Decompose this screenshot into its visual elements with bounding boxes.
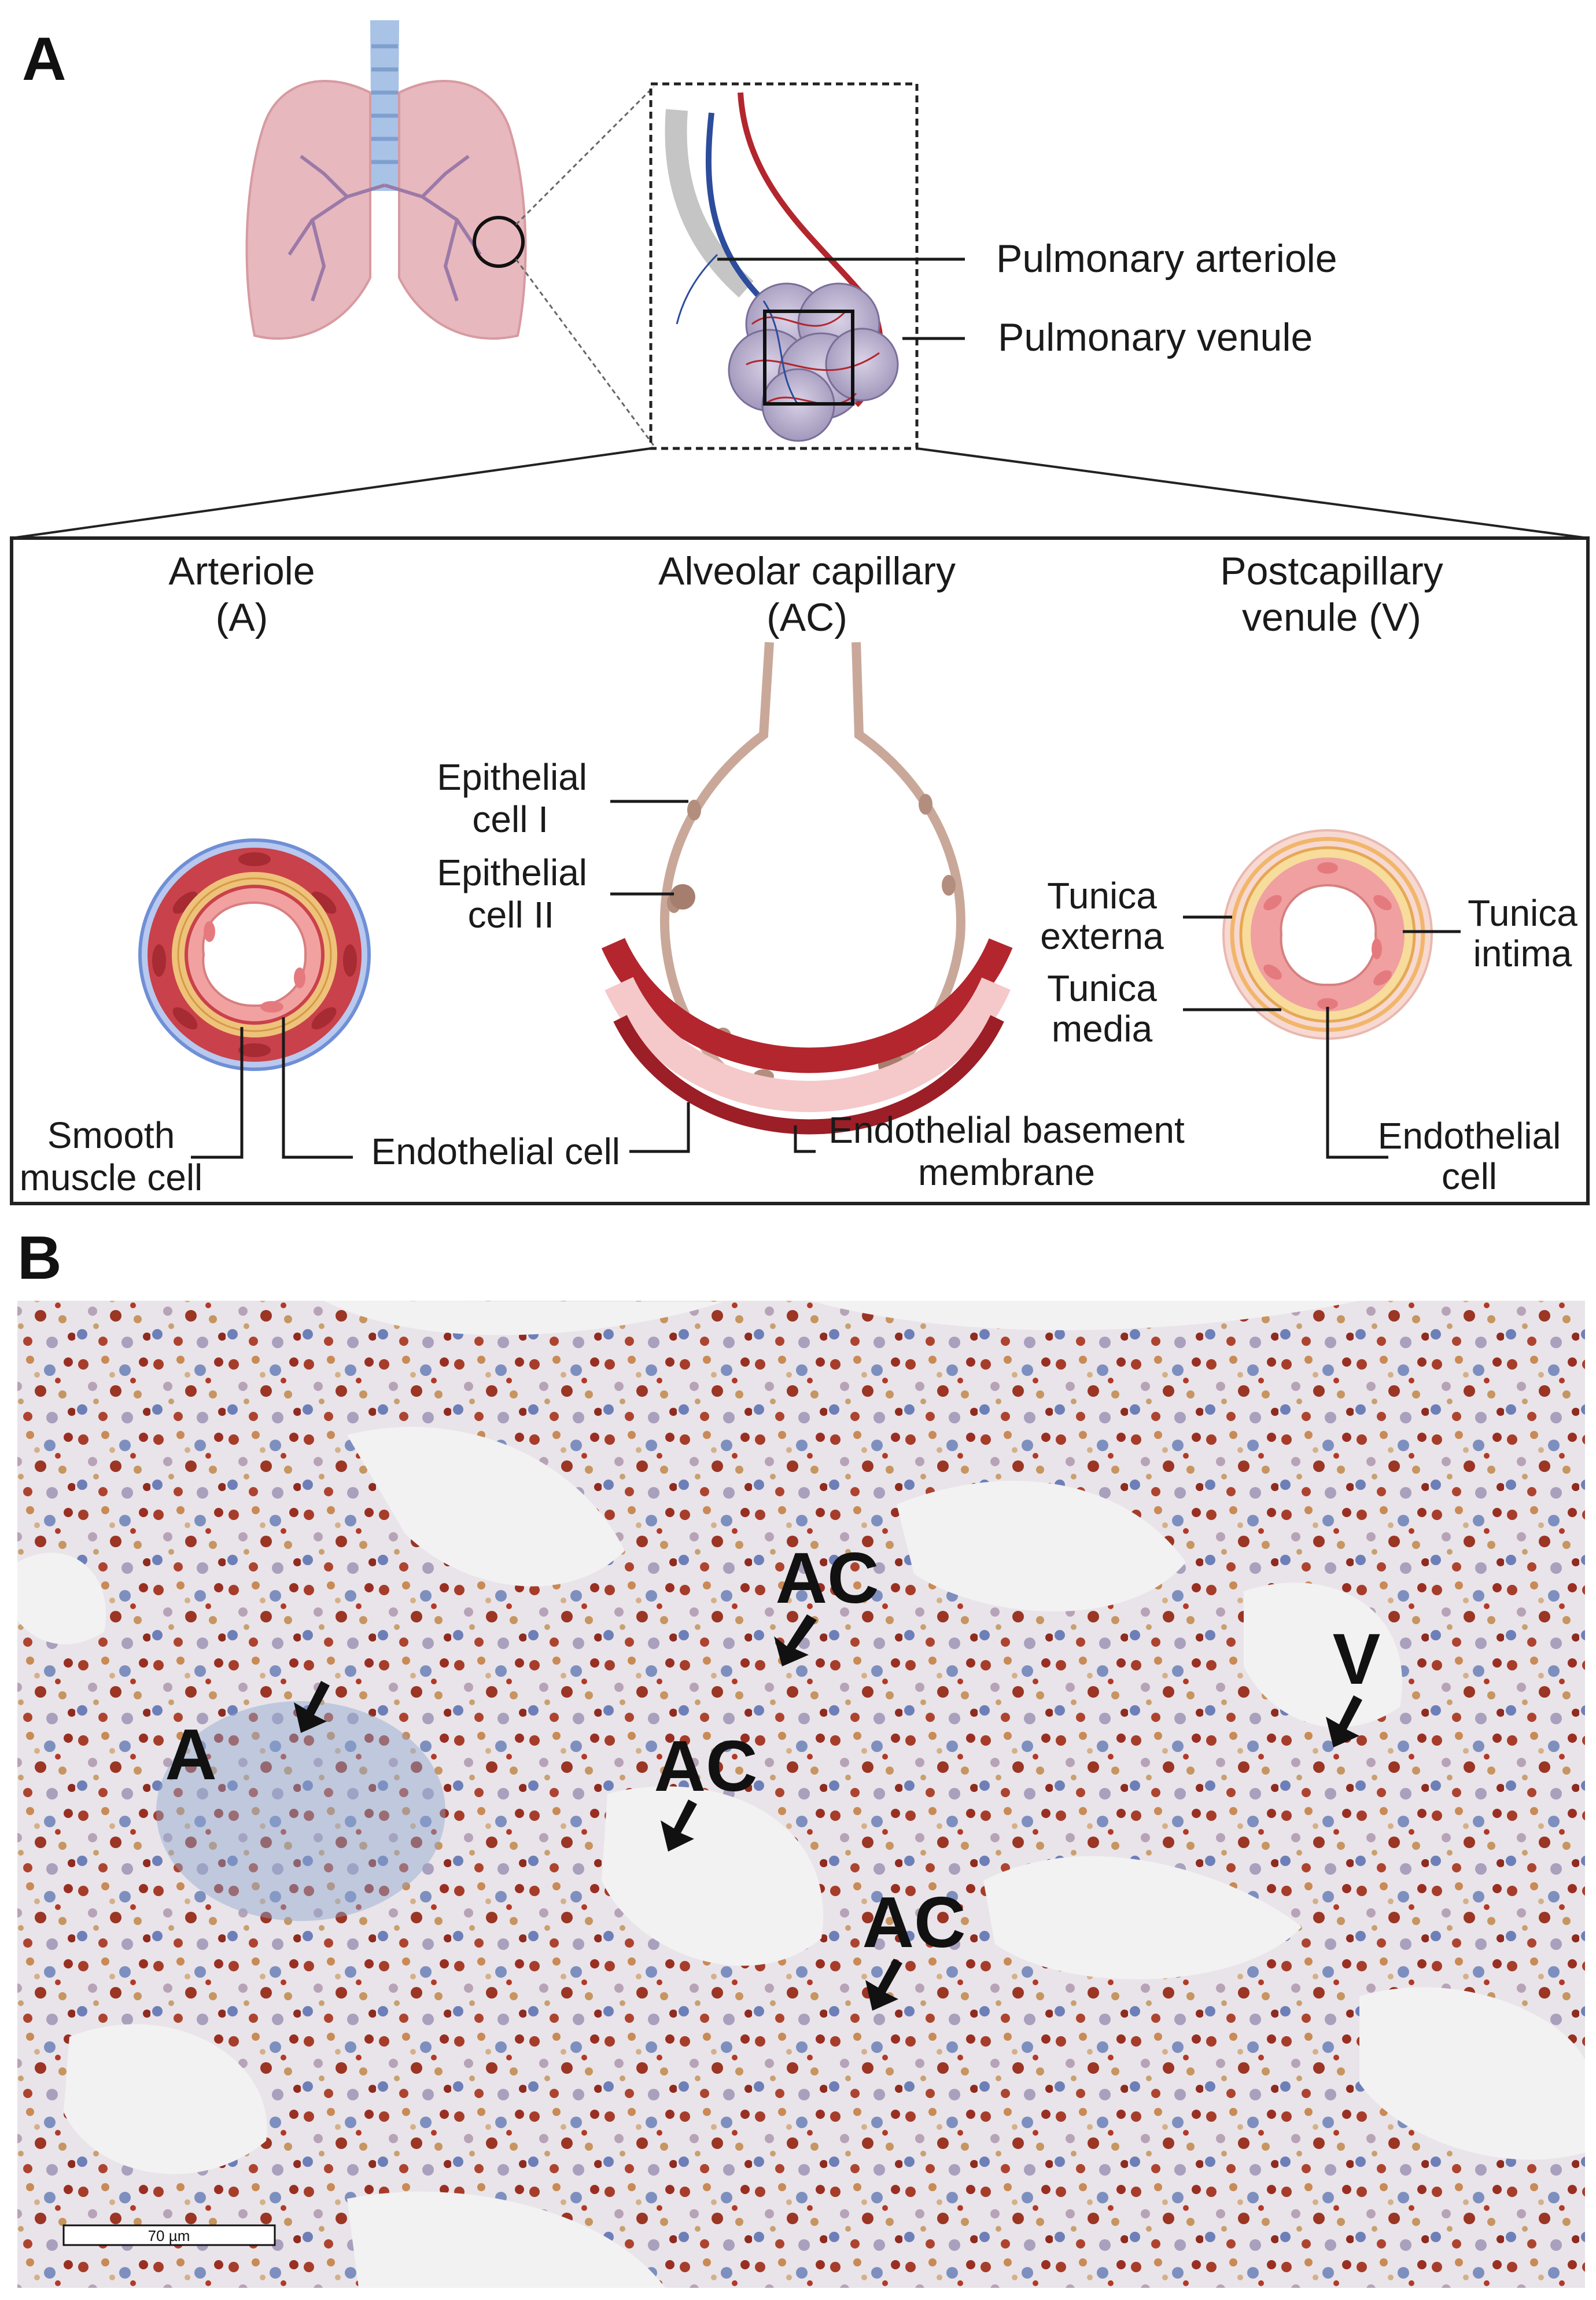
label-ac-2: AC	[654, 1727, 757, 1806]
arrow-a	[294, 1681, 330, 1733]
venule-cross-section	[1222, 829, 1433, 1040]
label-tunica-externa-1: Tunica	[1047, 875, 1157, 917]
scale-bar	[62, 2224, 276, 2246]
label-venule-endothelial-2: cell	[1442, 1155, 1497, 1197]
capillary-endothelial-leader	[629, 1102, 690, 1153]
label-basement-membrane-2: membrane	[918, 1151, 1095, 1193]
arteriole-title-2: (A)	[216, 595, 268, 639]
capillary-title-2: (AC)	[766, 595, 847, 639]
capillary-wall-inner	[613, 1015, 1004, 1135]
label-epithelial-2b: cell II	[468, 894, 554, 936]
capillary-lumen	[605, 977, 1011, 1112]
tissue-section	[17, 1301, 1585, 2288]
arteriole-endothelial-leader	[282, 1017, 353, 1159]
arrow-v	[1326, 1695, 1362, 1747]
arteriole-region	[156, 1701, 445, 1921]
panel-b-label: B	[17, 1224, 62, 1292]
label-basement-membrane-1: Endothelial basement	[828, 1109, 1185, 1151]
label-v: V	[1333, 1620, 1381, 1699]
venule-title-2: venule (V)	[1242, 595, 1421, 639]
capillary-title-1: Alveolar capillary	[658, 549, 956, 593]
smooth-muscle-leader	[191, 1027, 244, 1159]
label-pulmonary-arteriole: Pulmonary arteriole	[996, 237, 1337, 281]
capillary-wall-outer	[601, 938, 1013, 1073]
label-ac-3: AC	[862, 1883, 965, 1963]
left-lung	[245, 80, 371, 340]
arteriole-cross-section	[138, 838, 371, 1071]
label-smooth-muscle-2: muscle cell	[20, 1157, 203, 1198]
label-a: A	[165, 1715, 217, 1795]
label-tunica-media-2: media	[1052, 1008, 1153, 1050]
arrow-ac-1	[774, 1614, 817, 1666]
label-epithelial-1a: Epithelial	[437, 756, 587, 798]
venule-title-1: Postcapillary	[1220, 549, 1443, 593]
arteriole-vessel	[705, 112, 766, 303]
trachea	[370, 20, 399, 191]
alveolar-zoom: Pulmonary arteriole Pulmonary venule	[649, 82, 1337, 450]
label-epithelial-1b: cell I	[472, 798, 548, 840]
micrograph: AC AC AC A V 70 µm	[17, 1301, 1585, 2288]
basement-membrane-leader	[794, 1125, 816, 1153]
label-tunica-intima-1: Tunica	[1468, 892, 1577, 934]
scale-bar-label: 70 µm	[148, 2227, 190, 2244]
capillary-net	[746, 311, 880, 406]
alveolar-capillary	[601, 642, 1013, 1135]
label-tunica-externa-2: externa	[1040, 915, 1164, 957]
inset-square	[763, 310, 854, 406]
label-smooth-muscle-1: Smooth	[47, 1114, 175, 1156]
zoom-box	[649, 82, 919, 450]
bronchiole	[665, 109, 754, 298]
air-spaces	[17, 1301, 1585, 2288]
label-epithelial-2a: Epithelial	[437, 852, 587, 893]
label-venule-endothelial-1: Endothelial	[1378, 1115, 1561, 1157]
arteriole-title-1: Arteriole	[168, 549, 315, 593]
panel-a-label: A	[22, 25, 67, 93]
bronchial-tree	[287, 154, 482, 301]
zoom-circle	[473, 216, 525, 268]
label-tunica-media-1: Tunica	[1047, 967, 1157, 1009]
label-pulmonary-venule: Pulmonary venule	[998, 315, 1313, 359]
epithelial-cell-2-shape	[670, 884, 695, 910]
arrow-ac-3	[865, 1959, 902, 2011]
arrow-ac-2	[661, 1799, 697, 1852]
trachea-rings	[371, 44, 398, 164]
venule-endothelial-leader	[1326, 1007, 1388, 1159]
label-ac-1: AC	[775, 1539, 879, 1618]
label-endothelial-cell: Endothelial cell	[371, 1131, 621, 1172]
label-tunica-intima-2: intima	[1473, 933, 1572, 974]
right-lung	[398, 80, 527, 340]
lungs-illustration	[245, 20, 655, 446]
